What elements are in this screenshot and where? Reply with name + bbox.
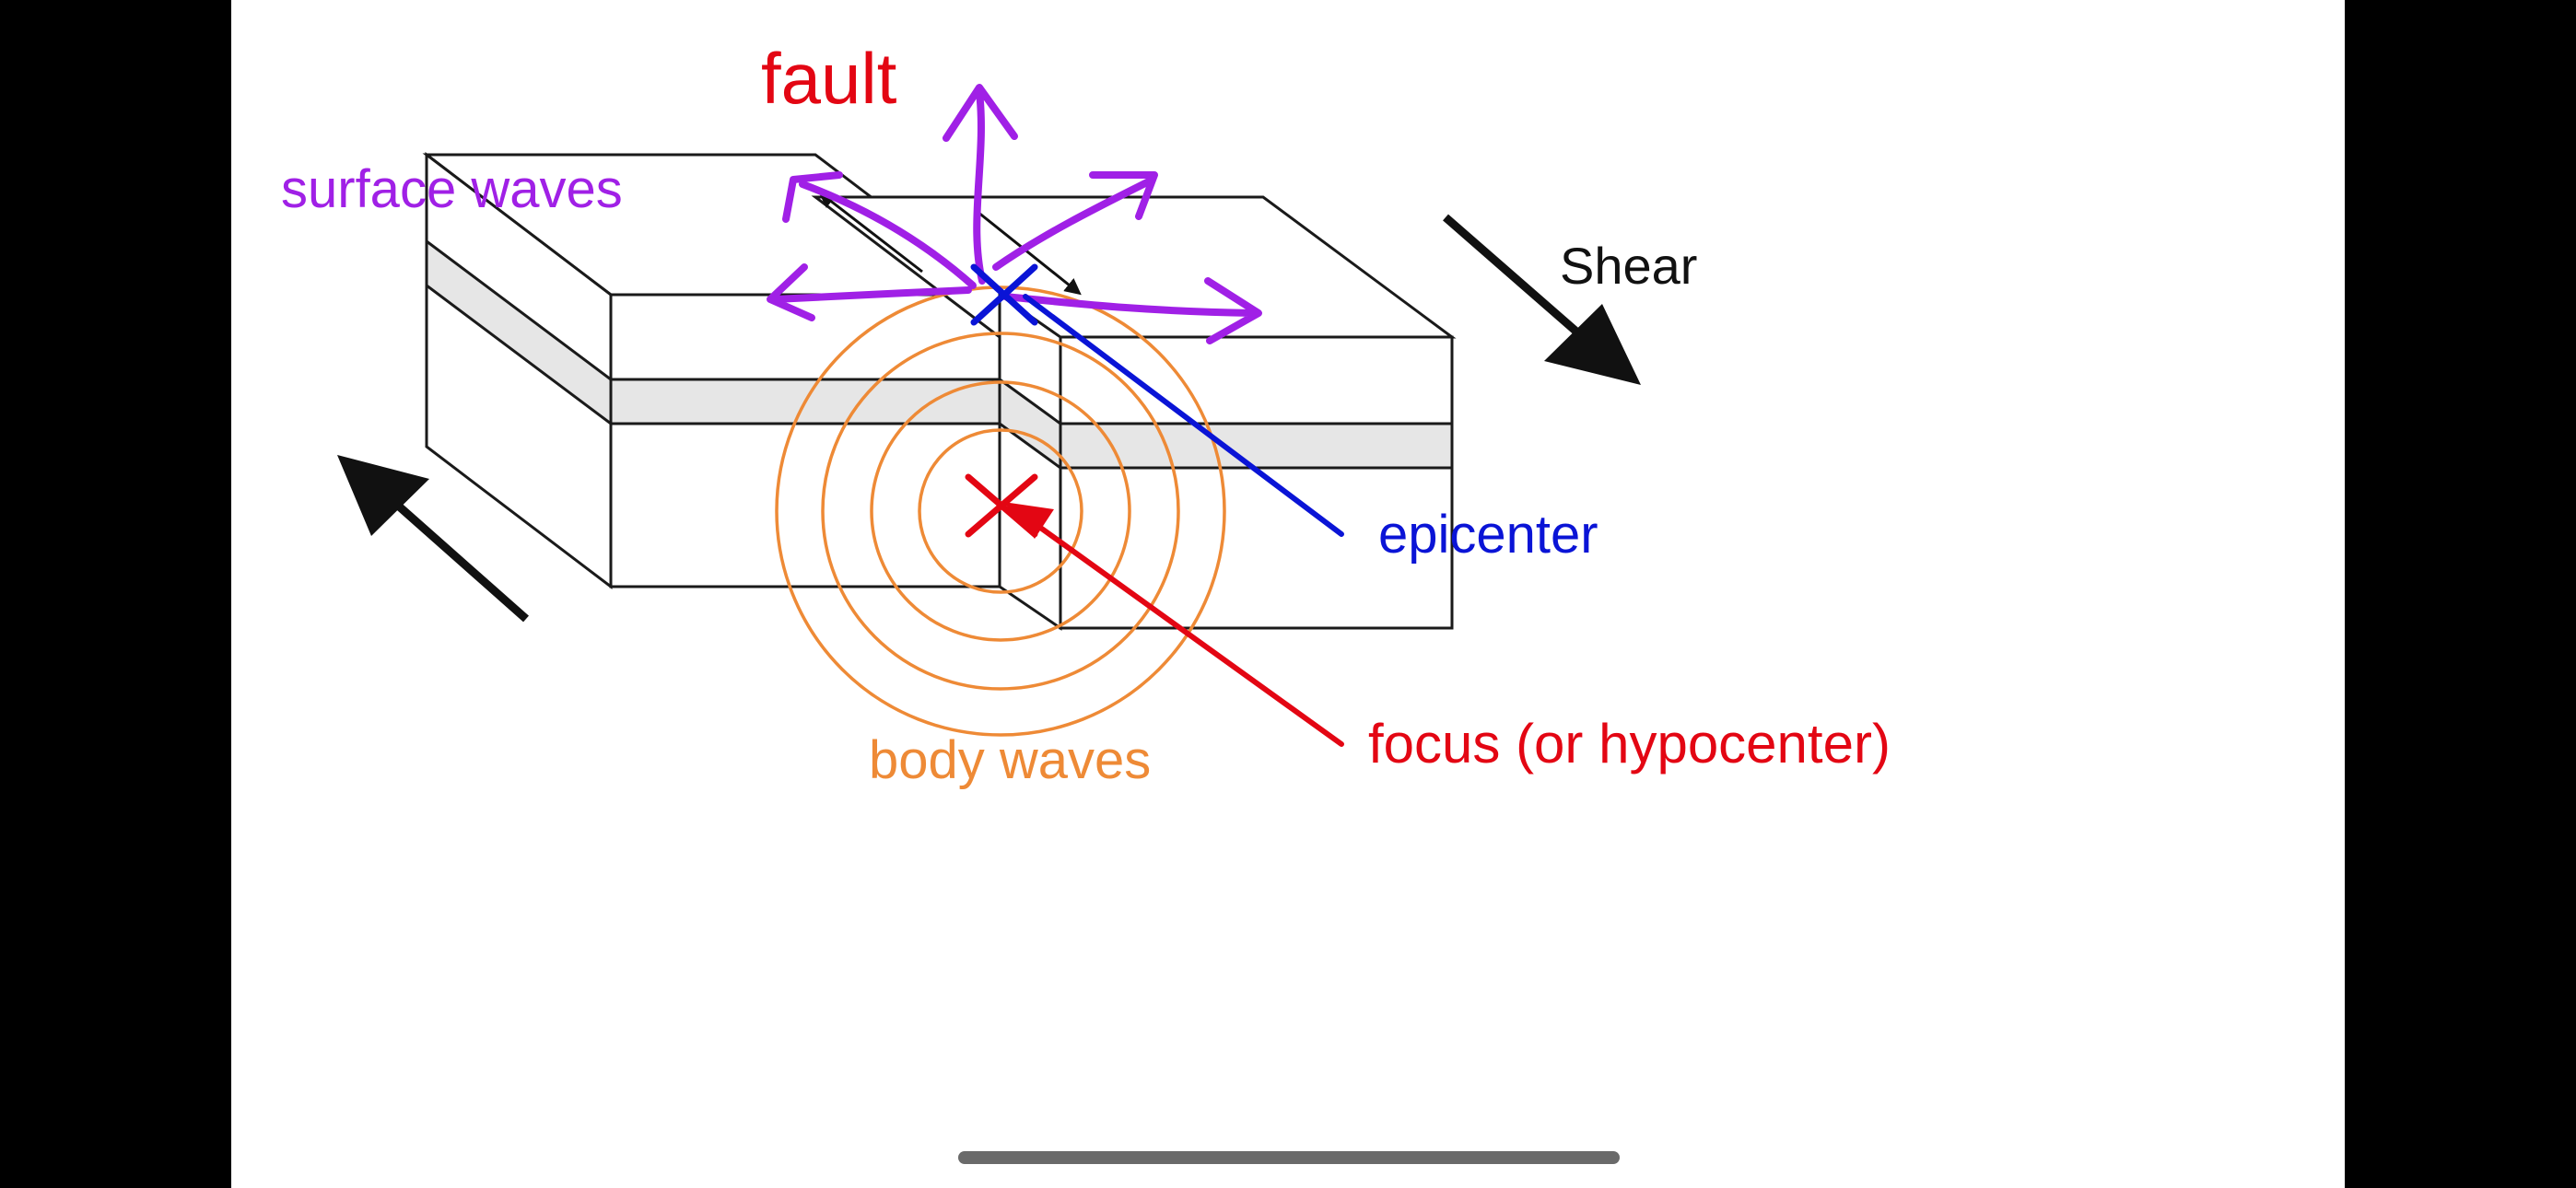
focus-label: focus (or hypocenter) [1368, 713, 1891, 775]
surface-waves-label: surface waves [281, 159, 623, 219]
home-indicator[interactable] [958, 1151, 1620, 1164]
surface-wave-upleft [782, 171, 977, 289]
fault-label: fault [761, 38, 897, 119]
diagram-canvas: fault surface waves Shear epicenter focu… [231, 0, 2345, 1188]
fault-slip-arrows [818, 191, 1082, 296]
epicenter-label: epicenter [1378, 505, 1598, 565]
body-wave-ring-2 [870, 380, 1131, 642]
surface-wave-left [767, 263, 972, 321]
focus-pointer-arrow [1003, 502, 1344, 747]
surface-wave-upright [992, 171, 1158, 271]
body-wave-ring-3 [821, 332, 1180, 691]
body-wave-ring-1 [918, 428, 1083, 594]
epicenter-marker [970, 263, 1038, 326]
surface-wave-up [943, 84, 1018, 285]
earthquake-diagram: fault surface waves Shear epicenter focu… [281, 38, 1891, 790]
body-waves-label: body waves [869, 730, 1151, 790]
shear-arrow-right [1443, 214, 1641, 385]
shear-arrow-left [337, 455, 529, 623]
shear-label: Shear [1560, 237, 1697, 295]
epicenter-pointer-line [1023, 294, 1344, 537]
